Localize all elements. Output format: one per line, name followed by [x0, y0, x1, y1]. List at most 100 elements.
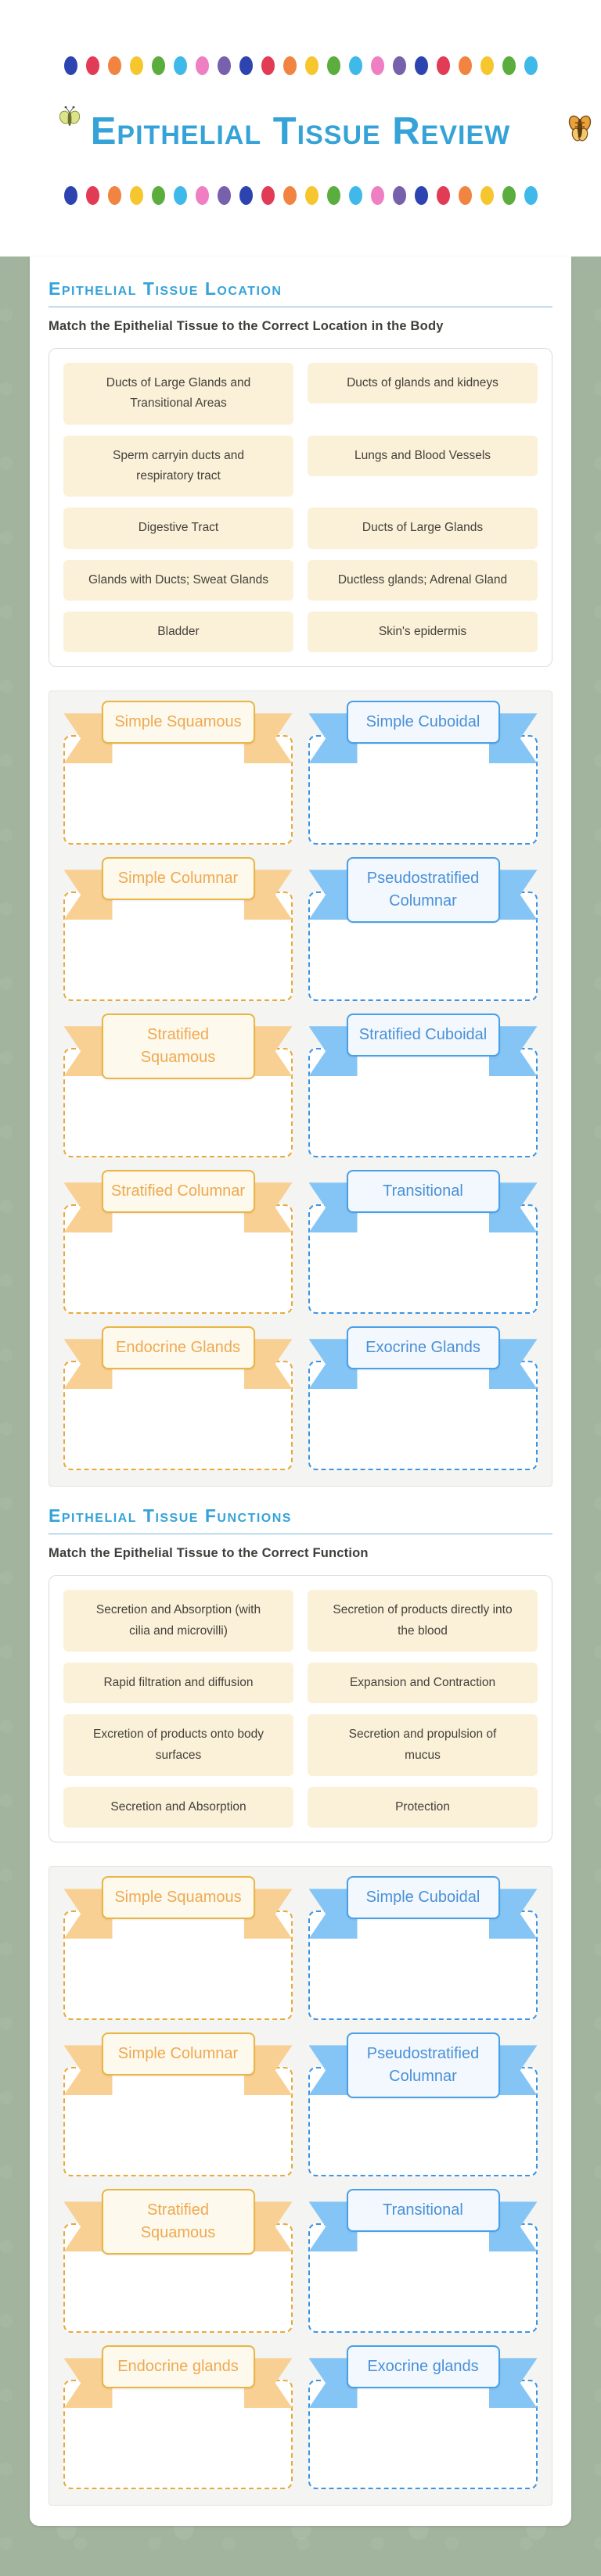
answer-tile[interactable]: Skin's epidermis [308, 611, 538, 653]
drop-zone[interactable]: Pseudostratified Columnar [308, 2032, 538, 2177]
dot-icon [370, 56, 384, 75]
tissue-label: Pseudostratified Columnar [366, 2045, 480, 2086]
dot-icon [63, 56, 77, 75]
section-instruction: Match the Epithelial Tissue to the Corre… [49, 1546, 369, 1561]
ribbon-title-box: Simple Squamous [101, 701, 255, 744]
dot-icon [348, 56, 362, 75]
ribbon-title-box: Simple Cuboidal [346, 701, 500, 744]
drop-zone[interactable]: Stratified Squamous [63, 1014, 293, 1158]
answer-tile[interactable]: Sperm carryin ducts and respiratory trac… [63, 435, 293, 497]
tissue-ribbon: Simple Squamous [63, 701, 293, 764]
answer-tile[interactable]: Secretion of products directly into the … [308, 1590, 538, 1652]
header-spacer [0, 204, 601, 257]
drop-zone[interactable]: Transitional [308, 2189, 538, 2334]
tissue-ribbon: Stratified Squamous [63, 2189, 293, 2255]
tissue-ribbon: Stratified Columnar [63, 1170, 293, 1233]
dot-icon [261, 185, 275, 205]
answer-tile[interactable]: Lungs and Blood Vessels [308, 435, 538, 476]
ribbon-title-box: Simple Squamous [101, 1876, 255, 1920]
answer-tile[interactable]: Bladder [63, 611, 293, 653]
dot-icon [392, 56, 406, 75]
drop-zone[interactable]: Simple Cuboidal [308, 1876, 538, 2021]
answer-tile[interactable]: Ducts of glands and kidneys [308, 362, 538, 404]
ribbon-title-box: Transitional [346, 2189, 500, 2233]
ribbon-title-box: Stratified Cuboidal [346, 1014, 500, 1057]
tissue-ribbon: Simple Columnar [63, 857, 293, 920]
dot-icon [480, 56, 494, 75]
ribbon-title-box: Transitional [346, 1170, 500, 1214]
ribbon-title-box: Simple Columnar [101, 2032, 255, 2076]
dot-icon [85, 185, 99, 205]
tissue-label: Endocrine glands [117, 2358, 239, 2376]
dot-icon [173, 56, 187, 75]
answer-tiles-box: Secretion and Absorption (with cilia and… [49, 1575, 552, 1843]
tissue-label: Exocrine glands [367, 2358, 479, 2376]
dot-icon [304, 185, 318, 205]
tissue-label: Simple Columnar [117, 870, 239, 888]
tissue-label: Simple Squamous [114, 1889, 242, 1907]
dot-icon [63, 185, 77, 205]
tissue-label: Stratified Squamous [140, 1026, 216, 1067]
answer-tile[interactable]: Rapid filtration and diffusion [63, 1662, 293, 1704]
answer-tile[interactable]: Ducts of Large Glands [308, 508, 538, 549]
answer-tile[interactable]: Ductless glands; Adrenal Gland [308, 559, 538, 601]
answer-tile[interactable]: Protection [308, 1787, 538, 1828]
drop-zone[interactable]: Stratified Cuboidal [308, 1014, 538, 1158]
tissue-ribbon: Exocrine Glands [308, 1326, 538, 1390]
drop-zone[interactable]: Exocrine Glands [308, 1326, 538, 1471]
ribbon-title-box: Stratified Squamous [101, 2189, 255, 2255]
drop-zones-panel: Simple Squamous Simple Cuboidal Simple C… [49, 1866, 552, 2506]
tissue-label: Simple Cuboidal [365, 713, 480, 731]
ribbon-title-box: Pseudostratified Columnar [346, 857, 500, 924]
drop-zone[interactable]: Transitional [308, 1170, 538, 1315]
drop-zone[interactable]: Stratified Squamous [63, 2189, 293, 2334]
drop-zone[interactable]: Stratified Columnar [63, 1170, 293, 1315]
answer-tile[interactable]: Secretion and Absorption [63, 1787, 293, 1828]
tissue-ribbon: Simple Columnar [63, 2032, 293, 2096]
dot-icon [414, 185, 428, 205]
tissue-ribbon: Endocrine Glands [63, 1326, 293, 1390]
tissue-label: Transitional [383, 2201, 463, 2219]
answer-tile[interactable]: Excretion of products onto body surfaces [63, 1714, 293, 1777]
section-instruction: Match the Epithelial Tissue to the Corre… [49, 318, 444, 333]
drop-zone[interactable]: Endocrine Glands [63, 1326, 293, 1471]
answer-tile[interactable]: Expansion and Contraction [308, 1662, 538, 1704]
ribbon-title-box: Endocrine glands [101, 2345, 255, 2389]
tissue-ribbon: Simple Cuboidal [308, 701, 538, 764]
tissue-ribbon: Exocrine glands [308, 2345, 538, 2409]
title-area: Epithelial Tissue Review [0, 106, 601, 153]
tissue-label: Stratified Cuboidal [358, 1026, 488, 1044]
drop-zone[interactable]: Exocrine glands [308, 2345, 538, 2490]
ribbon-title-box: Stratified Columnar [101, 1170, 255, 1214]
tissue-label: Simple Cuboidal [365, 1889, 480, 1907]
drop-zone[interactable]: Simple Squamous [63, 1876, 293, 2021]
dot-icon [502, 56, 516, 75]
dot-icon [261, 56, 275, 75]
drop-zones-grid: Simple Squamous Simple Cuboidal Simple C… [63, 701, 538, 1471]
tissue-label: Transitional [383, 1182, 463, 1200]
drop-zone[interactable]: Simple Cuboidal [308, 701, 538, 845]
butterfly-icon [59, 106, 81, 134]
drop-zone[interactable]: Endocrine glands [63, 2345, 293, 2490]
ribbon-title-box: Exocrine glands [346, 2345, 500, 2389]
answer-tile[interactable]: Secretion and Absorption (with cilia and… [63, 1590, 293, 1652]
dot-icon [151, 56, 165, 75]
drop-zone[interactable]: Simple Columnar [63, 2032, 293, 2177]
answer-tile[interactable]: Ducts of Large Glands and Transitional A… [63, 362, 293, 425]
answer-tile[interactable]: Secretion and propulsion of mucus [308, 1714, 538, 1777]
butterfly-icon [568, 113, 592, 148]
drop-zone[interactable]: Pseudostratified Columnar [308, 857, 538, 1002]
tissue-label: Endocrine Glands [116, 1339, 240, 1357]
drop-zone[interactable]: Simple Squamous [63, 701, 293, 845]
dot-icon [436, 185, 450, 205]
answer-tile[interactable]: Digestive Tract [63, 508, 293, 549]
worksheet-card: Epithelial Tissue Location Match the Epi… [30, 256, 571, 2527]
dot-icon [195, 56, 209, 75]
tissue-label: Stratified Columnar [110, 1182, 246, 1200]
drop-zone[interactable]: Simple Columnar [63, 857, 293, 1002]
dot-icon [129, 56, 143, 75]
answer-tile[interactable]: Glands with Ducts; Sweat Glands [63, 559, 293, 601]
dot-icon [458, 56, 472, 75]
tissue-ribbon: Simple Squamous [63, 1876, 293, 1939]
section-title: Epithelial Tissue Functions [49, 1505, 292, 1527]
